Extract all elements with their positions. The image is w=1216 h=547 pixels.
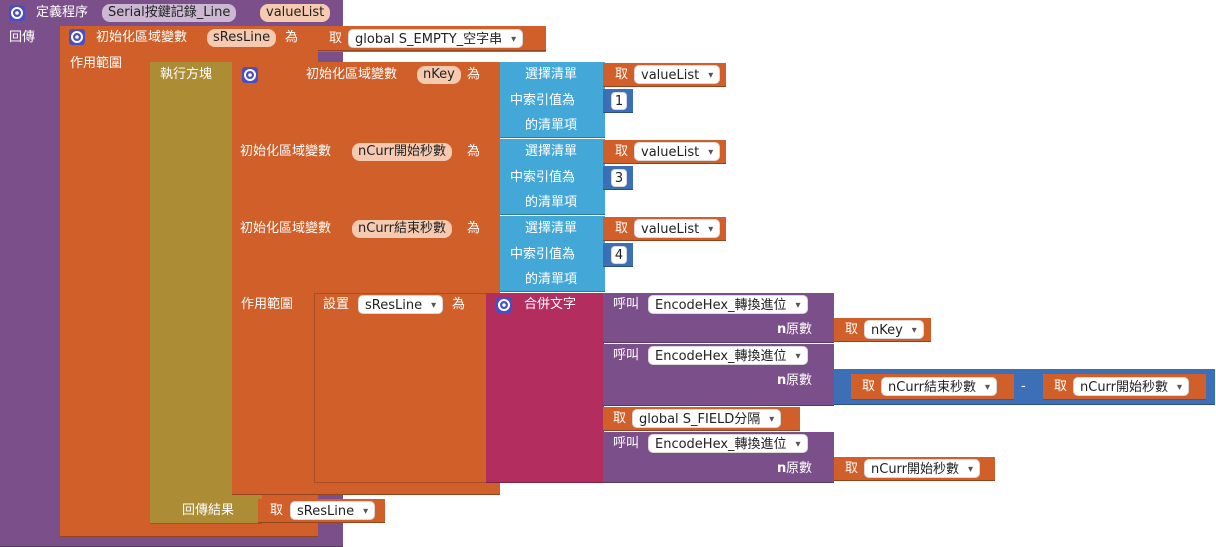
call-label: 呼叫 <box>613 297 640 312</box>
valuelist-dropdown[interactable]: valueList <box>634 65 721 85</box>
set-var-dropdown[interactable]: sResLine <box>358 295 444 315</box>
index-value[interactable]: 3 <box>611 169 627 187</box>
nkey-dropdown[interactable]: nKey <box>864 320 924 340</box>
select-index-label: 中索引值為 <box>510 247 576 262</box>
gear-icon[interactable] <box>9 5 25 21</box>
do-result-label: 回傳結果 <box>182 503 235 518</box>
procedure-return-label: 回傳 <box>9 30 36 45</box>
join-text-block[interactable] <box>486 293 604 483</box>
init-inner-label-1: 初始化區域變數 <box>306 67 398 82</box>
select-list-item-1[interactable] <box>500 62 605 138</box>
select-item-label: 的清單項 <box>525 272 578 287</box>
init-var-ncurr-end[interactable]: nCurr結束秒數 <box>352 220 453 238</box>
param-n-prefix: n <box>777 322 787 337</box>
init-outer-var[interactable]: sResLine <box>207 29 277 47</box>
get-label: 取 <box>270 503 284 518</box>
minus-operator[interactable]: - <box>1021 379 1026 394</box>
gear-icon[interactable] <box>496 297 512 313</box>
init-inner-label-3: 初始化區域變數 <box>240 221 332 236</box>
get-label: 取 <box>615 221 629 236</box>
call-label: 呼叫 <box>613 436 640 451</box>
set-label: 設置 <box>323 297 350 312</box>
param-n-prefix: n <box>777 373 787 388</box>
global-empty-dropdown[interactable]: global S_EMPTY_空字串 <box>348 29 524 49</box>
init-outer-as: 為 <box>285 30 299 45</box>
param-label: 原數 <box>786 461 813 476</box>
call-label: 呼叫 <box>613 348 640 363</box>
select-list-label: 選擇清單 <box>525 221 578 236</box>
encodehex-dropdown[interactable]: EncodeHex_轉換進位 <box>648 434 808 454</box>
init-var-ncurr-start[interactable]: nCurr開始秒數 <box>352 143 453 161</box>
init-inner-label-2: 初始化區域變數 <box>240 144 332 159</box>
set-as: 為 <box>452 297 466 312</box>
procedure-define-label: 定義程序 <box>36 5 89 20</box>
select-list-label: 選擇清單 <box>525 144 578 159</box>
init-outer-scope-label: 作用範圍 <box>70 56 123 71</box>
get-label: 取 <box>615 144 629 159</box>
init-inner-scope-label: 作用範圍 <box>241 297 294 312</box>
init-var-nkey[interactable]: nKey <box>417 66 461 84</box>
gear-icon[interactable] <box>69 29 85 45</box>
get-label: 取 <box>845 322 859 337</box>
init-as: 為 <box>467 221 481 236</box>
index-value[interactable]: 4 <box>611 246 627 264</box>
get-label: 取 <box>615 67 629 82</box>
select-list-label: 選擇清單 <box>525 67 578 82</box>
get-label: 取 <box>845 461 859 476</box>
select-list-item-2[interactable] <box>500 139 605 215</box>
index-value[interactable]: 1 <box>611 92 627 110</box>
encodehex-dropdown[interactable]: EncodeHex_轉換進位 <box>648 295 808 315</box>
init-outer-label: 初始化區域變數 <box>96 30 188 45</box>
param-label: 原數 <box>786 322 813 337</box>
return-socket <box>50 32 56 44</box>
global-field-dropdown[interactable]: global S_FIELD分隔 <box>632 409 782 429</box>
procedure-name[interactable]: Serial按鍵記錄_Line <box>102 4 237 22</box>
ncurr-start-dropdown[interactable]: nCurr開始秒數 <box>864 459 981 479</box>
get-label: 取 <box>1054 379 1068 394</box>
init-as: 為 <box>467 144 481 159</box>
ncurr-end-dropdown[interactable]: nCurr結束秒數 <box>881 377 998 397</box>
get-label: 取 <box>329 31 343 46</box>
procedure-param[interactable]: valueList <box>260 4 331 22</box>
init-as: 為 <box>467 67 481 82</box>
select-item-label: 的清單項 <box>525 118 578 133</box>
select-index-label: 中索引值為 <box>510 93 576 108</box>
select-index-label: 中索引值為 <box>510 170 576 185</box>
param-label: 原數 <box>786 373 813 388</box>
select-item-label: 的清單項 <box>525 195 578 210</box>
get-label: 取 <box>613 411 627 426</box>
ncurr-start-dropdown[interactable]: nCurr開始秒數 <box>1073 377 1190 397</box>
valuelist-dropdown[interactable]: valueList <box>634 142 721 162</box>
encodehex-dropdown[interactable]: EncodeHex_轉換進位 <box>648 346 808 366</box>
join-label: 合併文字 <box>524 297 577 312</box>
sresline-result-dropdown[interactable]: sResLine <box>290 501 376 521</box>
param-n-prefix: n <box>777 461 787 476</box>
do-block-label: 執行方塊 <box>160 67 213 82</box>
valuelist-dropdown[interactable]: valueList <box>634 219 721 239</box>
select-list-item-3[interactable] <box>500 216 605 292</box>
set-block[interactable] <box>314 293 489 483</box>
get-label: 取 <box>862 379 876 394</box>
gear-icon[interactable] <box>242 67 258 83</box>
